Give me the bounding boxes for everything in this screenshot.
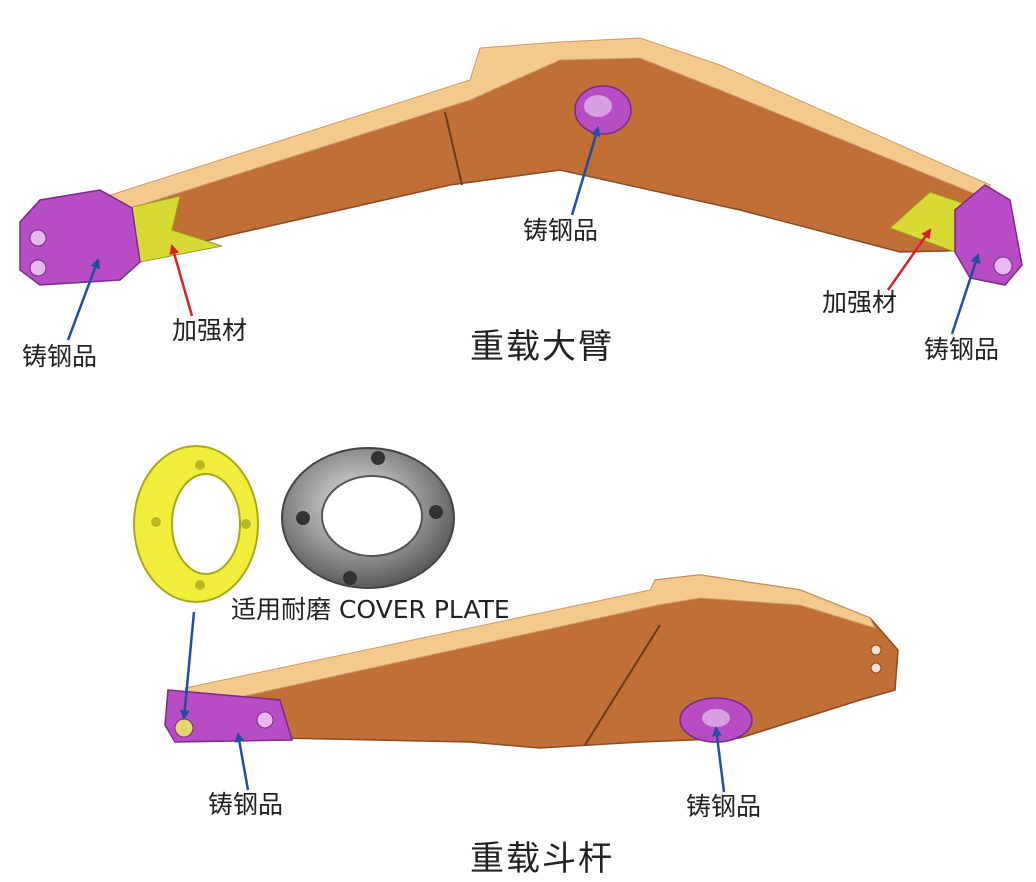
arm-top-plate	[184, 574, 876, 709]
bolt-hole	[343, 571, 357, 585]
bolt-hole	[429, 505, 443, 519]
boom-seam	[444, 111, 463, 186]
arm-pin-hole	[870, 644, 882, 656]
arrow-boom-reinforcement-right	[886, 228, 932, 291]
label-boom-reinforcement-right: 加强材	[822, 288, 898, 317]
bolt-hole	[195, 580, 205, 590]
bolt-hole	[241, 519, 251, 529]
arrow-boom-cast-middle	[570, 126, 601, 216]
arrow-boom-cast-right	[950, 253, 981, 335]
label-arm-cast-steel-left: 铸钢品	[208, 790, 284, 819]
arm-cast-steel-left	[164, 689, 294, 743]
label-boom-reinforcement-left: 加强材	[172, 316, 248, 345]
bolt-hole	[371, 451, 385, 465]
cast-steel-middle-boss-face	[584, 95, 612, 117]
arrow-arm-cast-right	[712, 726, 726, 793]
arm-cast-steel-right-boss-face	[702, 709, 730, 727]
arrow-arm-cast-left	[234, 732, 250, 791]
arm-title: 重载斗杆	[470, 839, 614, 879]
arrow-boom-reinforcement-left	[169, 244, 194, 317]
label-arm-cast-steel-right: 铸钢品	[686, 792, 762, 821]
arrow-boom-cast-left	[66, 258, 100, 341]
label-boom-cast-steel-middle: 铸钢品	[523, 216, 599, 245]
bolt-hole	[296, 511, 310, 525]
boom-title: 重载大臂	[470, 327, 614, 367]
cover-plate-steel-hole	[321, 475, 423, 557]
boom-illustration	[19, 37, 1023, 286]
label-boom-cast-steel-right: 铸钢品	[924, 335, 1000, 364]
boom-pin-hole	[29, 229, 47, 247]
bolt-hole	[195, 460, 205, 470]
boom-pin-hole	[29, 259, 47, 277]
boom-pin-hole	[993, 256, 1013, 276]
label-boom-cast-steel-left: 铸钢品	[22, 342, 98, 371]
arm-illustration	[164, 574, 899, 749]
arm-pin-hole	[174, 718, 194, 738]
cover-plate-yellow-hole	[171, 473, 241, 575]
arrow-arm-cover-plate	[179, 611, 196, 720]
arm-pin-hole	[870, 662, 882, 674]
cast-steel-left-end	[19, 189, 141, 286]
arm-pin-hole	[256, 711, 274, 729]
bolt-hole	[151, 517, 161, 527]
label-cover-plate: 适用耐磨 COVER PLATE	[231, 595, 510, 624]
cover-plates	[133, 445, 455, 603]
arm-seam	[584, 624, 661, 746]
